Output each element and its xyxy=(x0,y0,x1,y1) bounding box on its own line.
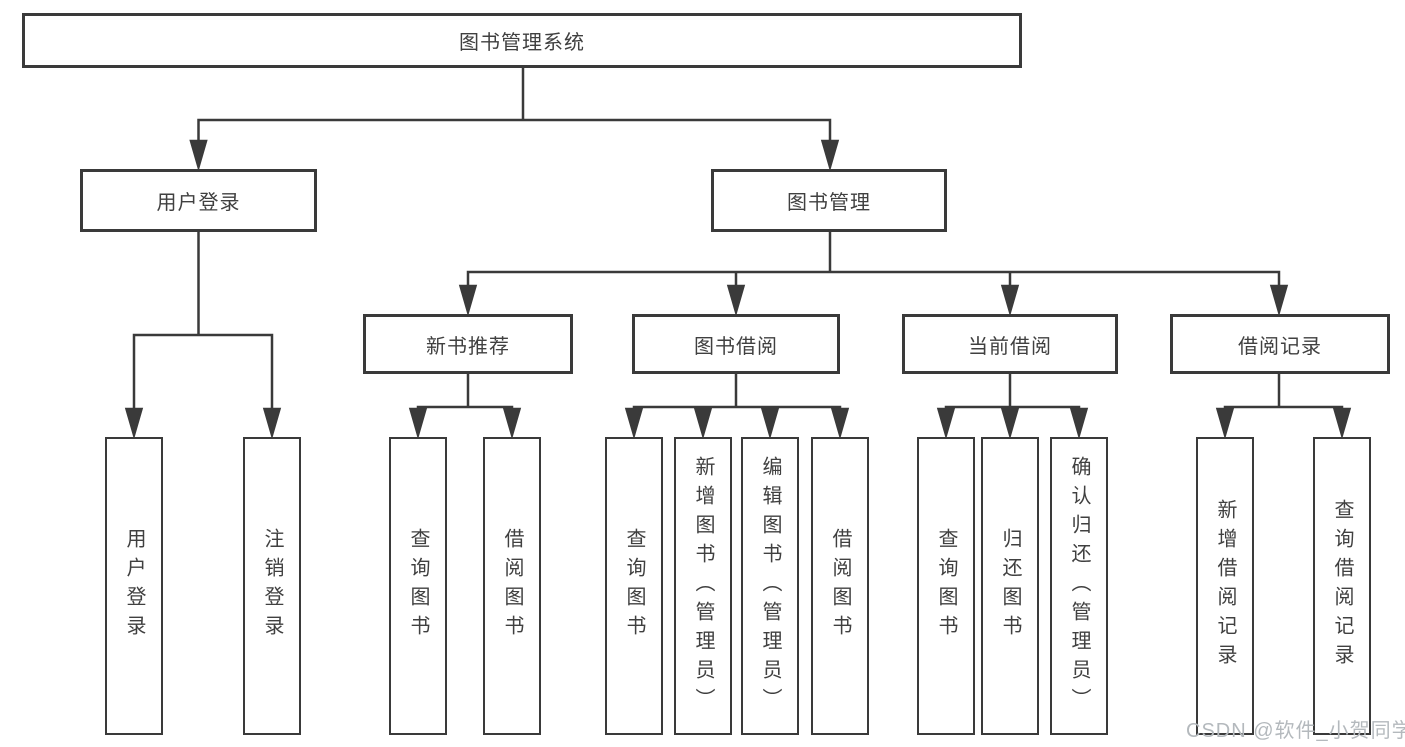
leaf-currentborrow-return: 归还图书 xyxy=(981,437,1039,735)
watermark: CSDN @软件_小贺同学 xyxy=(1186,720,1405,742)
connector-root-to-level2 xyxy=(189,66,840,172)
leaf-bookborrow-query: 查询图书 xyxy=(605,437,663,735)
leaf-bookborrow-add: 新增图书（管理员） xyxy=(674,437,732,735)
node-label: 图书借阅 xyxy=(694,335,778,358)
node-label: 新书推荐 xyxy=(426,335,510,358)
node-label: 注销登录 xyxy=(261,528,283,644)
connector-userlogin-to-leaves xyxy=(124,231,282,440)
connector-bookborrow-to-leaves xyxy=(624,372,850,440)
node-library-system: 图书管理系统 xyxy=(22,13,1022,68)
node-label: 用户登录 xyxy=(156,192,241,214)
node-current-borrow: 当前借阅 xyxy=(902,314,1118,374)
node-label: 图书管理系统 xyxy=(459,32,585,54)
node-label: 新增借阅记录 xyxy=(1214,499,1236,673)
node-borrow-records: 借阅记录 xyxy=(1170,314,1390,374)
node-new-book-recommend: 新书推荐 xyxy=(363,314,573,374)
node-label: 借阅图书 xyxy=(501,528,523,644)
node-label: 新增图书（管理员） xyxy=(692,455,714,717)
node-label: 归还图书 xyxy=(999,528,1021,644)
leaf-bookborrow-edit: 编辑图书（管理员） xyxy=(741,437,799,735)
leaf-bookborrow-borrow: 借阅图书 xyxy=(811,437,869,735)
node-label: 用户登录 xyxy=(123,528,145,644)
node-label: 查询借阅记录 xyxy=(1331,499,1353,673)
connector-bookmgmt-to-level3 xyxy=(458,231,1289,317)
node-user-login: 用户登录 xyxy=(80,169,317,232)
node-label: 借阅图书 xyxy=(829,528,851,644)
connector-currentborrow-to-leaves xyxy=(936,372,1089,440)
leaf-records-add: 新增借阅记录 xyxy=(1196,437,1254,735)
node-label: 当前借阅 xyxy=(968,335,1052,358)
leaf-newbooks-query: 查询图书 xyxy=(389,437,447,735)
node-label: 查询图书 xyxy=(623,528,645,644)
node-book-management: 图书管理 xyxy=(711,169,947,232)
node-label: 确认归还（管理员） xyxy=(1068,455,1090,717)
leaf-logout: 注销登录 xyxy=(243,437,301,735)
leaf-newbooks-borrow: 借阅图书 xyxy=(483,437,541,735)
node-label: 借阅记录 xyxy=(1238,335,1322,358)
node-label: 编辑图书（管理员） xyxy=(759,455,781,717)
node-book-borrow: 图书借阅 xyxy=(632,314,840,374)
connector-newbooks-to-leaves xyxy=(408,372,522,440)
leaf-currentborrow-query: 查询图书 xyxy=(917,437,975,735)
node-label: 查询图书 xyxy=(407,528,429,644)
node-label: 图书管理 xyxy=(787,192,871,214)
leaf-records-query: 查询借阅记录 xyxy=(1313,437,1371,735)
node-label: 查询图书 xyxy=(935,528,957,644)
connector-borrowrecords-to-leaves xyxy=(1215,372,1352,440)
leaf-currentborrow-confirm: 确认归还（管理员） xyxy=(1050,437,1108,735)
leaf-user-login: 用户登录 xyxy=(105,437,163,735)
